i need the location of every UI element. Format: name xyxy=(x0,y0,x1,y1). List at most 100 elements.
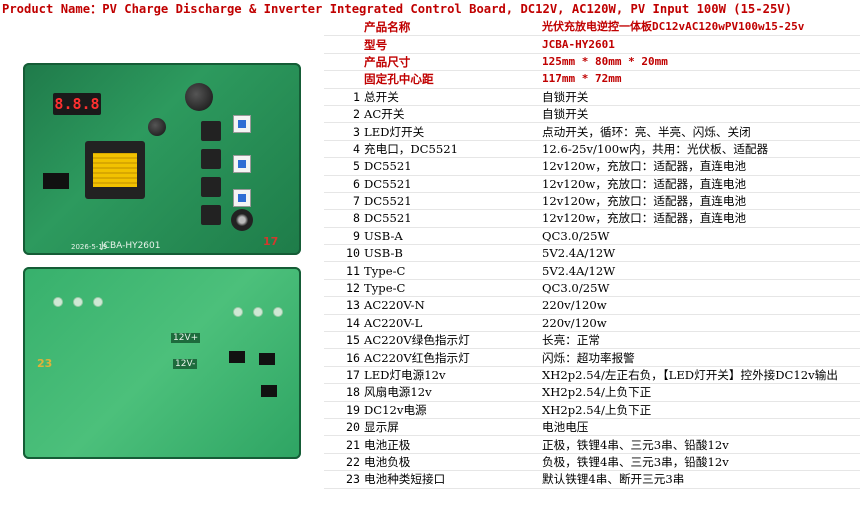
row-value: 12.6-25v/100w内，共用：光伏板、适配器 xyxy=(540,140,860,159)
row-index: 15 xyxy=(324,331,362,350)
marker-17: 17 xyxy=(263,235,279,248)
row-index: 7 xyxy=(324,192,362,211)
mosfet xyxy=(261,385,277,397)
board-model-label: JCBA-HY2601 xyxy=(101,241,161,251)
buzzer xyxy=(185,83,213,111)
header-row: 产品名称 光伏充放电逆控一体板DC12vAC120wPV100w15-25v xyxy=(324,19,860,37)
row-name: 电池正极 xyxy=(362,435,540,454)
row-value: 12v120w，充放口：适配器，直连电池 xyxy=(540,175,860,193)
row-name: USB-B xyxy=(362,244,540,263)
row-value: 12v120w，充放口：适配器，直连电池 xyxy=(540,192,860,211)
row-value: 12v120w，充放口：适配器，直连电池 xyxy=(540,157,860,176)
row-name: AC开关 xyxy=(362,105,540,124)
row-name: DC5521 xyxy=(362,209,540,228)
row-value: 5V2.4A/12W xyxy=(540,244,860,263)
terminal-3 xyxy=(201,177,221,197)
label-12v-pos: 12V+ xyxy=(171,333,201,343)
spec-table: 产品名称 光伏充放电逆控一体板DC12vAC120wPV100w15-25v 型… xyxy=(324,19,860,489)
switch-ac xyxy=(233,155,251,173)
board-bottom-photo: 12V+ 12V- 23 xyxy=(23,267,301,459)
row-index: 13 xyxy=(324,296,362,315)
row-name: DC5521 xyxy=(362,192,540,211)
ic-chip xyxy=(43,173,69,189)
header-name: 固定孔中心距 xyxy=(362,70,540,89)
row-name: USB-A xyxy=(362,227,540,246)
row-index: 22 xyxy=(324,453,362,472)
row-name: LED灯电源12v xyxy=(362,366,540,385)
row-value: XH2p2.54/上负下正 xyxy=(540,401,860,419)
row-value: 长亮：正常 xyxy=(540,331,860,350)
row-index: 16 xyxy=(324,348,362,367)
row-index: 23 xyxy=(324,470,362,489)
row-value: QC3.0/25W xyxy=(540,227,860,246)
row-name: AC220V-L xyxy=(362,314,540,333)
row-value: QC3.0/25W xyxy=(540,279,860,298)
label-12v-neg: 12V- xyxy=(173,359,198,369)
board-date-label: 2026-5-19 xyxy=(71,243,108,251)
row-value: 默认铁锂4串、断开三元3串 xyxy=(540,470,860,489)
row-index: 19 xyxy=(324,401,362,419)
capacitor xyxy=(148,118,166,136)
header-row: 产品尺寸 125mm * 80mm * 20mm xyxy=(324,53,860,72)
row-index: 4 xyxy=(324,140,362,159)
row-value: 电池电压 xyxy=(540,418,860,437)
header-value: 117mm * 72mm xyxy=(540,70,860,89)
row-value: 闪烁：超功率报警 xyxy=(540,348,860,367)
board-top-photo: 8.8.8 JCBA-HY2601 2026-5-19 17 xyxy=(23,63,301,255)
switch-led xyxy=(233,189,251,207)
row-name: DC5521 xyxy=(362,157,540,176)
solder-pad xyxy=(233,307,243,317)
mosfet xyxy=(229,351,245,363)
row-index: 18 xyxy=(324,383,362,402)
marker-23: 23 xyxy=(37,357,53,370)
header-value: 光伏充放电逆控一体板DC12vAC120wPV100w15-25v xyxy=(540,19,860,37)
row-value: 12v120w，充放口：适配器，直连电池 xyxy=(540,209,860,228)
row-index: 10 xyxy=(324,244,362,263)
row-name: 电池种类短接口 xyxy=(362,470,540,489)
header-value: JCBA-HY2601 xyxy=(540,35,860,54)
row-value: XH2p2.54/左正右负，【LED灯开关】控外接DC12v输出 xyxy=(540,366,860,385)
terminal-4 xyxy=(201,205,221,225)
board-photos: 8.8.8 JCBA-HY2601 2026-5-19 17 12V+ 12V-… xyxy=(0,19,324,511)
row-value: 负极，铁锂4串、三元3串，铅酸12v xyxy=(540,453,860,472)
row-value: 220v/120w xyxy=(540,314,860,333)
row-value: 自锁开关 xyxy=(540,105,860,124)
solder-pad xyxy=(53,297,63,307)
product-title: Product Name：PV Charge Discharge & Inver… xyxy=(2,2,792,16)
row-index: 12 xyxy=(324,279,362,298)
row-name: Type-C xyxy=(362,279,540,298)
row-name: DC12v电源 xyxy=(362,401,540,419)
row-index: 11 xyxy=(324,261,362,280)
solder-pad xyxy=(253,307,263,317)
row-index: 1 xyxy=(324,88,362,106)
row-value: XH2p2.54/上负下正 xyxy=(540,383,860,402)
transformer xyxy=(85,141,145,199)
solder-pad xyxy=(93,297,103,307)
row-index: 2 xyxy=(324,105,362,124)
solder-pad xyxy=(273,307,283,317)
solder-pad xyxy=(73,297,83,307)
row-value: 点动开关，循环：亮、半亮、闪烁、关闭 xyxy=(540,122,860,141)
header-row: 固定孔中心距 117mm * 72mm xyxy=(324,70,860,89)
row-name: AC220V-N xyxy=(362,296,540,315)
row-name: 显示屏 xyxy=(362,418,540,437)
row-value: 5V2.4A/12W xyxy=(540,261,860,280)
row-index: 3 xyxy=(324,122,362,141)
